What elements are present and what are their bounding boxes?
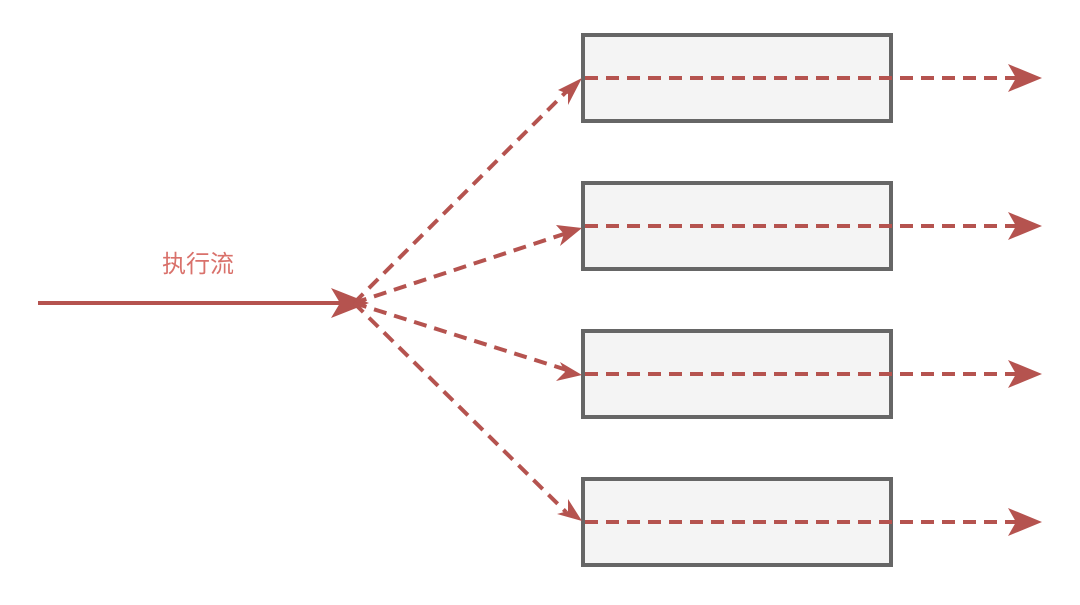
fanout-arrowheads (556, 78, 582, 521)
fanout-arrowhead-4 (557, 499, 582, 521)
fanout-arrow-3 (353, 301, 568, 372)
input-arrow (38, 288, 369, 318)
thread-boxes (581, 33, 893, 567)
output-arrowhead-2 (1008, 212, 1042, 240)
fanout-arrow-1 (352, 90, 568, 305)
fanout-arrowhead-3 (556, 362, 582, 381)
output-arrowhead-3 (1008, 360, 1042, 388)
output-arrowhead-1 (1008, 64, 1042, 92)
fanout-arrow-4 (352, 301, 568, 514)
fanout-arrowhead-2 (556, 225, 582, 246)
execution-flow-label: 执行流 (162, 250, 234, 278)
output-arrowhead-4 (1008, 508, 1042, 536)
output-arrows (585, 76, 1018, 524)
output-arrowheads (1008, 64, 1042, 536)
fanout-arrow-2 (353, 231, 568, 305)
fanout-arrowhead-1 (558, 78, 582, 105)
fanout-arrows (352, 90, 568, 514)
